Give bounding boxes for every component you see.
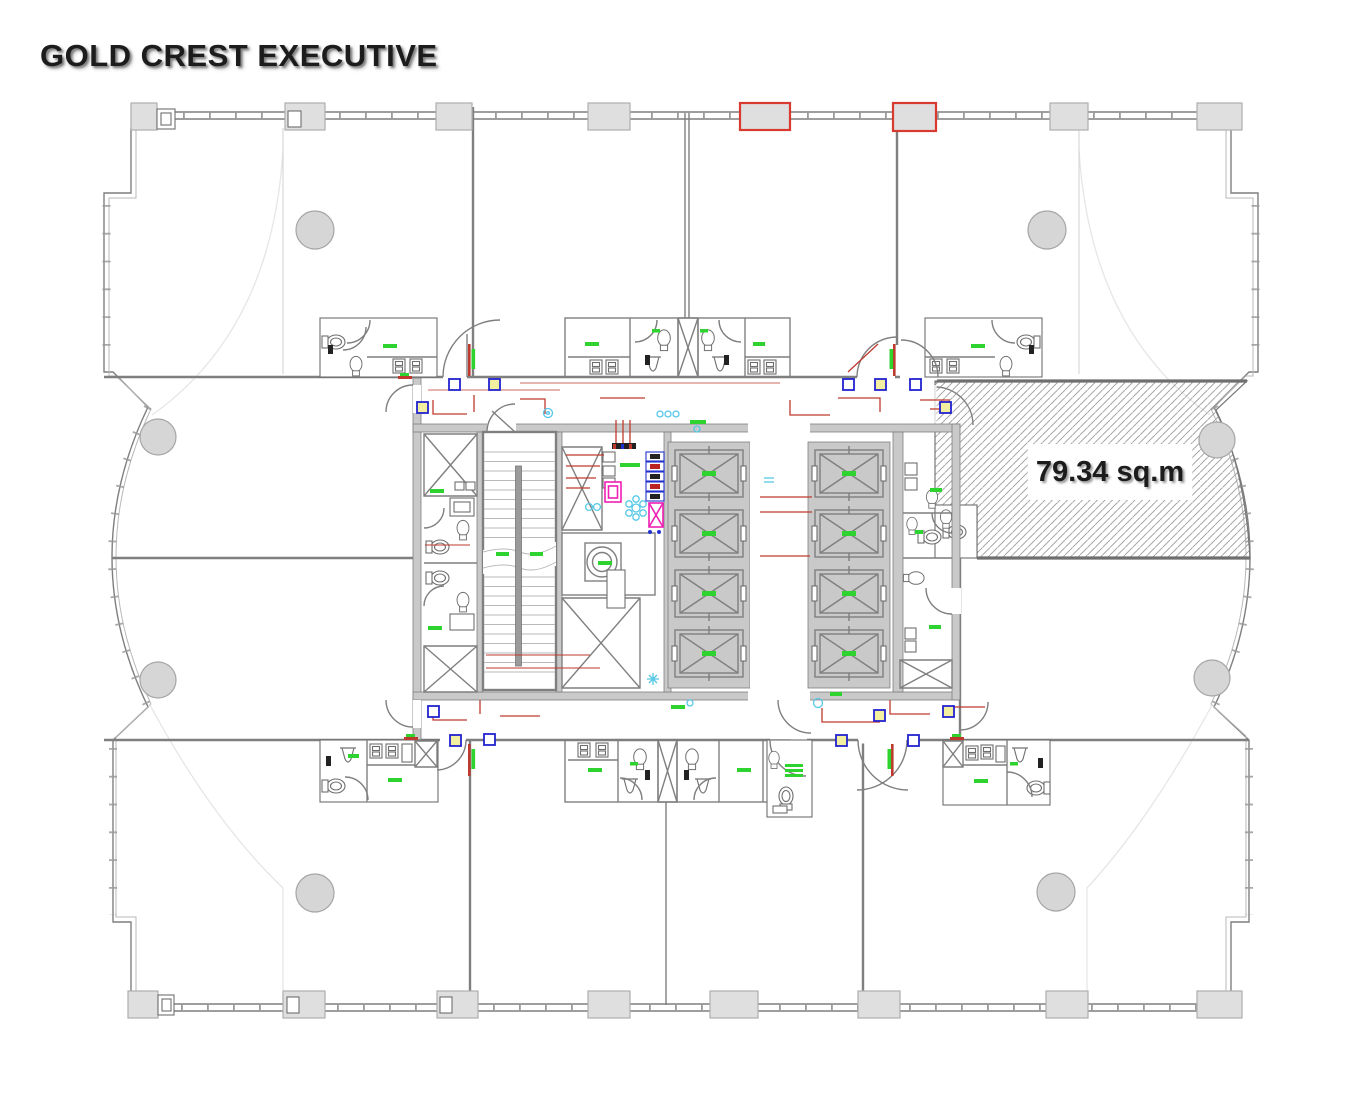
highlighted-column [738,101,792,132]
core-left-service-column [423,433,478,693]
green-text-labels [348,329,1018,783]
cyan-symbols [542,407,824,709]
core-equipment-cluster [584,420,665,534]
elevator-lobby [750,442,808,688]
bathroom-band-top [319,317,1043,378]
electrical-panel-stack [645,451,665,502]
door-jamb-marks [398,344,964,776]
unit-area-label: 79.34 sq.m [1028,444,1192,500]
sweep-arcs-and-glass-partitions [149,128,1213,1003]
bathroom-band-bottom [319,739,1051,818]
core-south-wall [412,691,961,701]
bathrooms-top-center [564,317,791,378]
stair-rail [515,465,522,667]
door-arc [934,386,974,426]
bathrooms-bottomleft-unit [319,739,439,803]
core-middle-block [561,446,656,689]
core-east-wall [951,423,961,701]
bathrooms-bottom-center [564,739,791,803]
door-arc [486,403,516,433]
page-title: GOLD CREST EXECUTIVE [40,38,438,73]
building-core [412,377,961,741]
stairwell [481,403,558,692]
cyan-asterisk [647,673,659,685]
highlighted-column [891,101,938,133]
elevator-bank-b [807,441,891,689]
structural-columns [127,101,1243,1019]
electrical-boxes [416,378,955,747]
red-annotation-lines [425,343,985,723]
bathroom-topleft-unit [319,317,438,378]
elevator-bank-a [667,441,751,689]
core-right-service-column [899,462,953,689]
accessible-toilet-room [766,739,813,818]
door-arc [777,699,812,734]
bathrooms-bottomright-unit [942,739,1051,806]
doors [342,319,989,791]
column-circle [1198,421,1236,459]
sprinkler-flower-icon [625,495,647,521]
unit-partitions [104,107,1250,1005]
